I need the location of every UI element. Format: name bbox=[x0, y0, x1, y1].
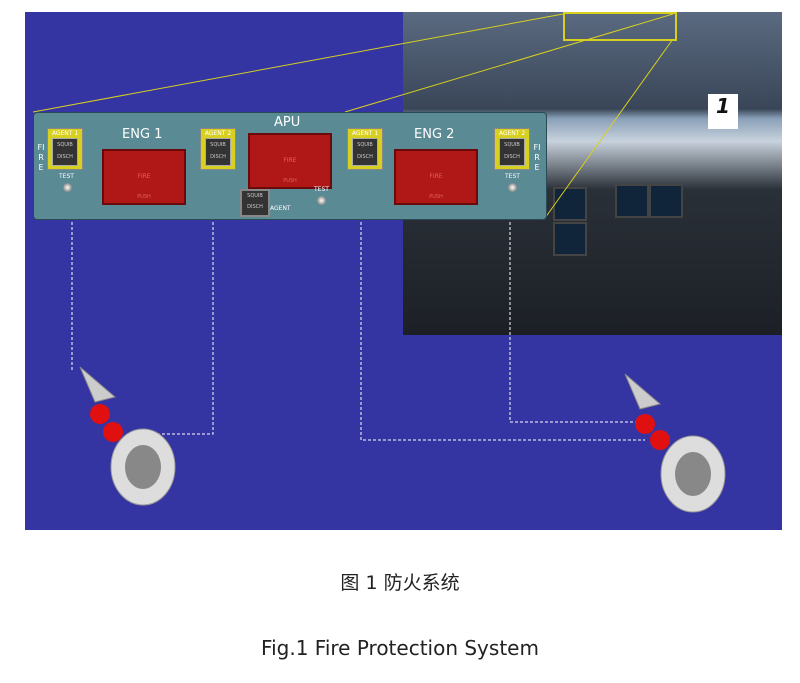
photo-marker: 1 bbox=[708, 94, 738, 129]
caption-english: Fig.1 Fire Protection System bbox=[261, 636, 539, 660]
caption-chinese: 图 1 防火系统 bbox=[340, 572, 460, 594]
eng2-label: ENG 2 bbox=[414, 127, 455, 142]
apu-test-button[interactable] bbox=[317, 196, 326, 205]
overhead-panel-highlight bbox=[563, 12, 677, 41]
eng1-label: ENG 1 bbox=[122, 127, 163, 142]
apu-label: APU bbox=[274, 115, 301, 130]
fire-label-right: FIRE bbox=[533, 143, 541, 172]
cockpit-display bbox=[615, 184, 649, 218]
fire-label-left: FIRE bbox=[37, 143, 45, 172]
cockpit-display bbox=[553, 187, 587, 221]
engine-right bbox=[624, 373, 726, 513]
engine-left bbox=[79, 366, 176, 506]
connection-lines bbox=[32, 13, 726, 513]
eng2-test-label: TEST bbox=[505, 173, 520, 180]
eng1-test-button[interactable] bbox=[63, 183, 72, 192]
cockpit-display bbox=[649, 184, 683, 218]
eng2-test-button[interactable] bbox=[508, 183, 517, 192]
eng1-test-label: TEST bbox=[59, 173, 74, 180]
apu-agent-label: AGENT bbox=[270, 205, 291, 212]
cockpit-display bbox=[553, 222, 587, 256]
apu-test-label: TEST bbox=[314, 186, 329, 193]
